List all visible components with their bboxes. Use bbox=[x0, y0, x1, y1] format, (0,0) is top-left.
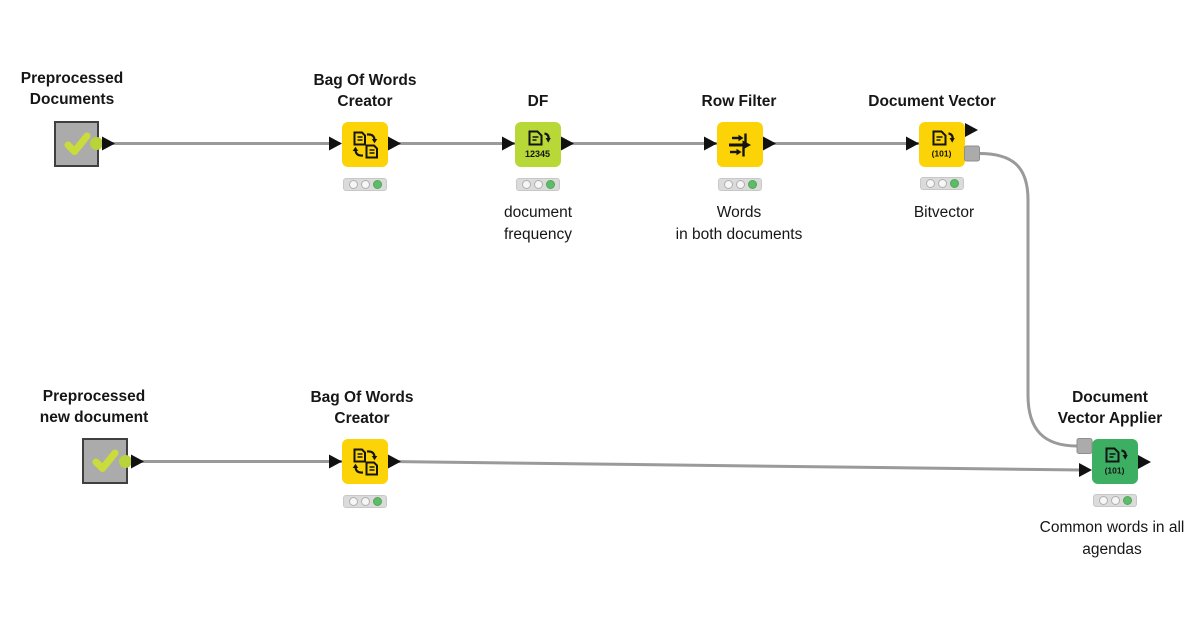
node-label-source2: Preprocessed new document bbox=[39, 388, 149, 426]
source1-out-port[interactable] bbox=[102, 136, 115, 151]
rowfilter-in-port[interactable] bbox=[704, 136, 717, 151]
wire-bow2-applier[interactable] bbox=[389, 460, 1083, 472]
status-green-on bbox=[1122, 496, 1132, 505]
df-in-port[interactable] bbox=[502, 136, 515, 151]
applier-in-data-port[interactable] bbox=[1079, 463, 1092, 477]
applier-out-port[interactable] bbox=[1138, 455, 1151, 469]
traffic-light-docvector bbox=[920, 177, 964, 190]
node-document-vector-applier[interactable]: (101) bbox=[1092, 439, 1138, 484]
bow2-out-port[interactable] bbox=[388, 454, 401, 469]
documents-swap-icon bbox=[352, 131, 378, 158]
status-red-off bbox=[348, 497, 358, 506]
row-filter-arrows-icon bbox=[729, 133, 751, 156]
docvector-out-data-port[interactable] bbox=[965, 123, 978, 137]
status-amber-off bbox=[533, 180, 543, 189]
docvector-icon-bits: (101) bbox=[932, 148, 952, 158]
traffic-light-bow2 bbox=[343, 495, 387, 508]
node-comment-docvector: Bitvector bbox=[913, 204, 975, 221]
traffic-light-df bbox=[516, 178, 560, 191]
status-red-off bbox=[925, 179, 935, 188]
node-df[interactable]: 12345 bbox=[515, 122, 561, 167]
df-icon-numbers: 12345 bbox=[525, 149, 550, 159]
status-green-on bbox=[372, 497, 382, 506]
df-out-port[interactable] bbox=[561, 136, 574, 151]
wire-docvector-applier-model[interactable] bbox=[978, 152, 1078, 448]
document-arrow-bitvector-icon: (101) bbox=[1105, 447, 1128, 475]
node-label-docvector: Document Vector bbox=[868, 93, 996, 110]
status-green-on bbox=[372, 180, 382, 189]
traffic-light-bow1 bbox=[343, 178, 387, 191]
documents-swap-icon bbox=[352, 448, 378, 475]
node-comment-rowfilter: Words in both documents bbox=[675, 204, 803, 243]
status-amber-off bbox=[360, 180, 370, 189]
applier-in-model-port[interactable] bbox=[1076, 438, 1093, 454]
status-green-on bbox=[949, 179, 959, 188]
status-amber-off bbox=[1110, 496, 1120, 505]
document-arrow-numbers-icon: 12345 bbox=[525, 130, 551, 159]
status-green-on bbox=[545, 180, 555, 189]
node-document-vector[interactable]: (101) bbox=[919, 122, 965, 167]
checkmark-icon bbox=[92, 449, 119, 472]
status-amber-off bbox=[937, 179, 947, 188]
source2-out-port[interactable] bbox=[131, 454, 144, 469]
node-bag-of-words-creator-2[interactable] bbox=[342, 439, 388, 484]
status-red-off bbox=[348, 180, 358, 189]
checkmark-icon bbox=[64, 132, 90, 155]
status-red-off bbox=[723, 180, 733, 189]
traffic-light-applier bbox=[1093, 494, 1137, 507]
node-label-rowfilter: Row Filter bbox=[701, 93, 777, 110]
source1-out-circle-port[interactable] bbox=[90, 137, 103, 150]
source2-out-circle-port[interactable] bbox=[119, 455, 132, 468]
rowfilter-out-port[interactable] bbox=[763, 136, 776, 151]
node-label-bow2: Bag Of Words Creator bbox=[310, 389, 414, 427]
status-amber-off bbox=[360, 497, 370, 506]
bow1-out-port[interactable] bbox=[388, 136, 401, 151]
traffic-light-rowfilter bbox=[718, 178, 762, 191]
status-amber-off bbox=[735, 180, 745, 189]
node-comment-df: document frequency bbox=[503, 204, 573, 243]
node-label-applier: Document Vector Applier bbox=[1057, 389, 1163, 427]
node-row-filter[interactable] bbox=[717, 122, 763, 167]
docvector-out-model-port[interactable] bbox=[964, 145, 980, 162]
status-red-off bbox=[521, 180, 531, 189]
node-comment-applier: Common words in all agendas bbox=[1039, 519, 1185, 558]
document-arrow-bitvector-icon: (101) bbox=[932, 130, 955, 158]
status-red-off bbox=[1098, 496, 1108, 505]
node-label-source1: Preprocessed Documents bbox=[20, 70, 124, 108]
bow1-in-port[interactable] bbox=[329, 136, 342, 151]
bow2-in-port[interactable] bbox=[329, 454, 342, 469]
applier-icon-bits: (101) bbox=[1105, 465, 1125, 475]
node-bag-of-words-creator-1[interactable] bbox=[342, 122, 388, 167]
docvector-in-port[interactable] bbox=[906, 136, 919, 151]
status-green-on bbox=[747, 180, 757, 189]
node-label-bow1: Bag Of Words Creator bbox=[313, 72, 417, 110]
node-label-df: DF bbox=[527, 93, 549, 110]
